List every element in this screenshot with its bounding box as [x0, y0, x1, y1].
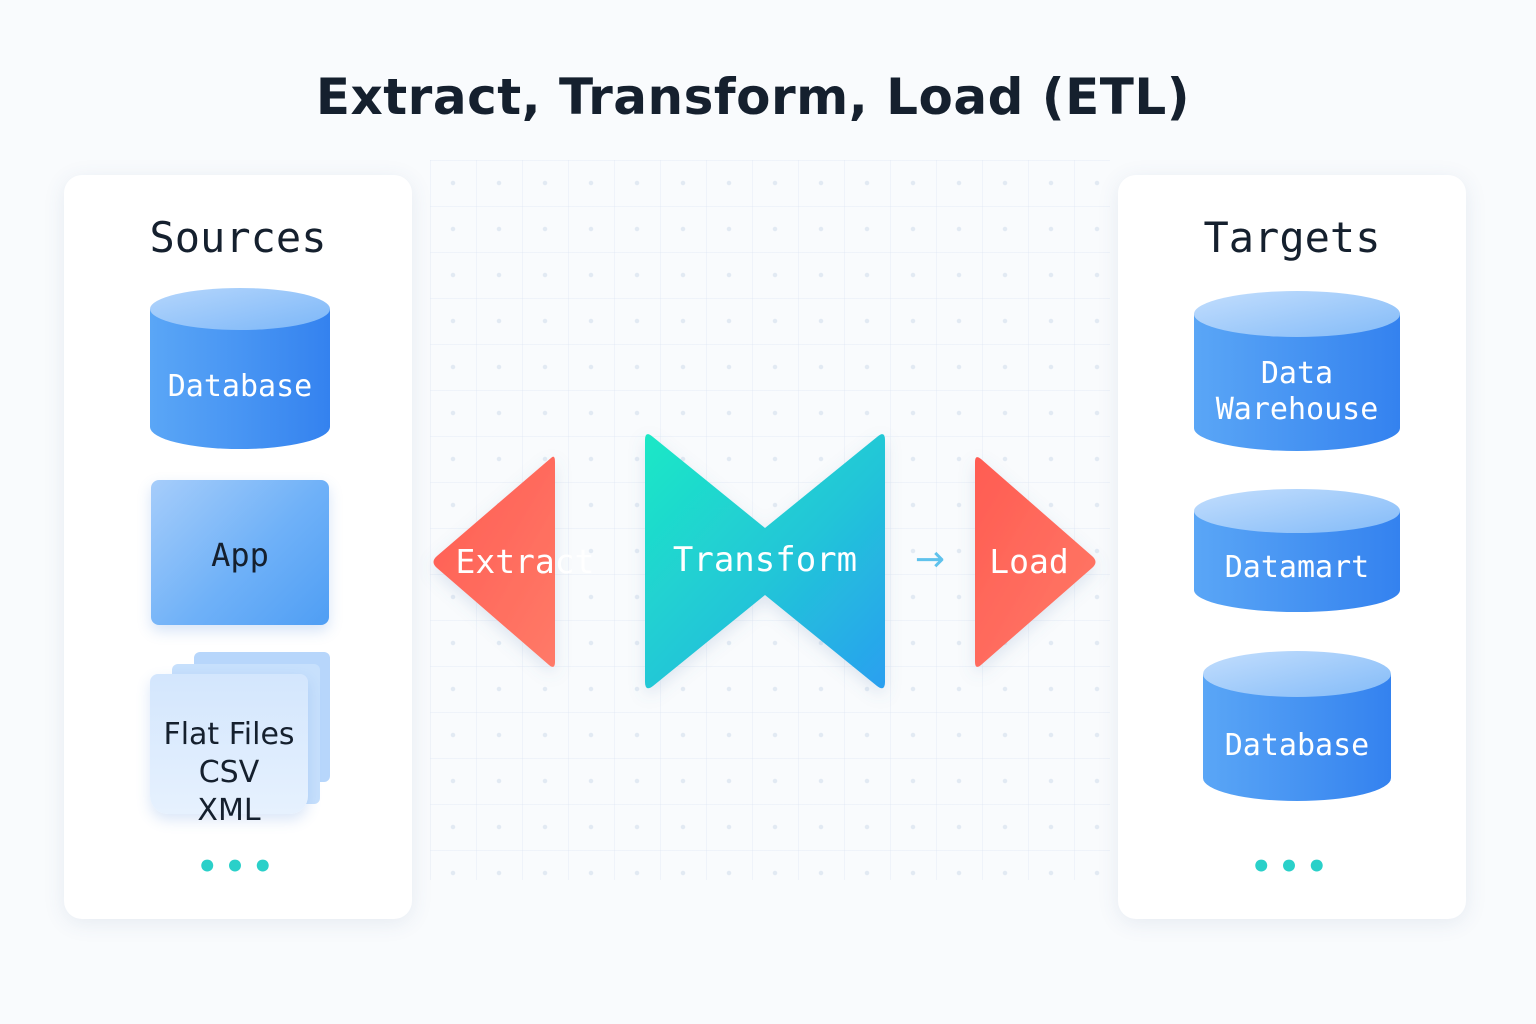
target-datamart-label: Datamart — [1224, 550, 1370, 585]
file-sheet-front: Flat Files CSV XML — [150, 674, 308, 828]
source-flat-files-stack: Flat Files CSV XML — [150, 650, 335, 828]
sources-title: Sources — [149, 213, 327, 262]
files-line-3: XML — [197, 793, 261, 828]
background-dot-grid — [430, 160, 1110, 880]
source-database-cylinder: Database — [149, 287, 331, 453]
target-datamart-cylinder: Datamart — [1193, 488, 1401, 614]
sources-more-dots: ••• — [196, 847, 280, 887]
warehouse-line-1: Data — [1260, 356, 1334, 391]
load-label: Load — [989, 542, 1069, 581]
target-warehouse-label: Data Warehouse — [1193, 356, 1401, 428]
files-line-1: Flat Files — [163, 717, 295, 752]
targets-more-dots: ••• — [1250, 847, 1334, 887]
source-app-box: App — [151, 480, 329, 625]
targets-panel: Targets Data Warehouse — [1118, 175, 1466, 919]
target-warehouse-cylinder: Data Warehouse — [1193, 290, 1401, 452]
warehouse-line-2: Warehouse — [1215, 392, 1379, 427]
arrow-right-icon: → — [914, 539, 946, 580]
targets-title: Targets — [1203, 213, 1381, 262]
source-database-label: Database — [167, 369, 313, 404]
transform-label: Transform — [672, 540, 858, 580]
diagram-title: Extract, Transform, Load (ETL) — [315, 68, 1191, 126]
source-app-label: App — [211, 536, 269, 574]
sources-panel: Sources Database App — [64, 175, 412, 919]
extract-label: Extract — [455, 542, 595, 581]
target-database-cylinder: Database — [1202, 650, 1392, 802]
source-files-label: Flat Files CSV XML — [150, 716, 308, 830]
target-database-label: Database — [1224, 728, 1370, 763]
files-line-2: CSV — [198, 755, 260, 790]
